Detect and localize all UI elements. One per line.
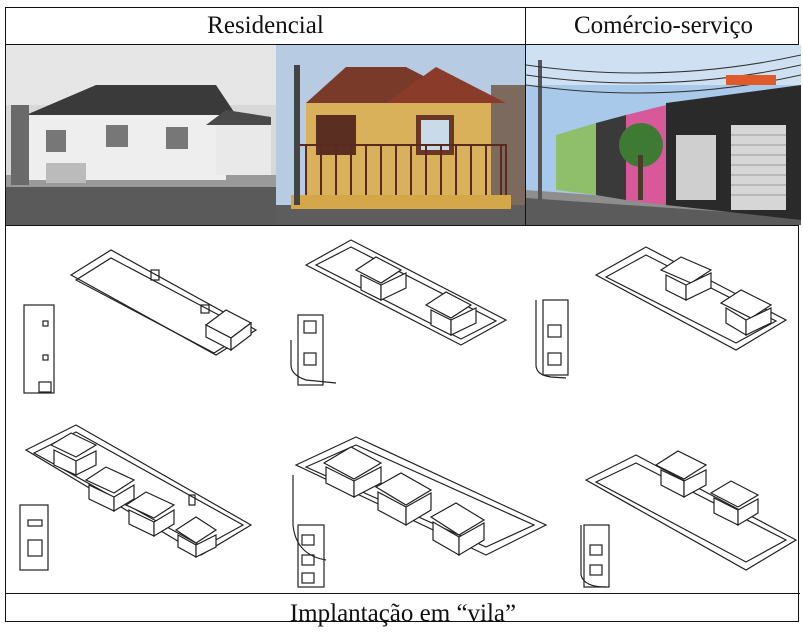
header-comercio-servico: Comércio-serviço xyxy=(525,8,801,44)
drawing-r1c2 xyxy=(290,239,508,386)
drawing-r1c3 xyxy=(535,246,788,379)
drawing-r1c1 xyxy=(23,249,258,394)
isometric-drawings-panel xyxy=(6,225,800,594)
commercial-photo-color xyxy=(525,45,801,225)
header-divider xyxy=(6,44,798,45)
drawing-r2c2 xyxy=(292,436,548,588)
photo-divider xyxy=(6,225,798,226)
drawing-r2c3 xyxy=(580,450,798,588)
caption-implantacao-vila: Implantação em “vila” xyxy=(289,600,517,627)
header-residencial: Residencial xyxy=(207,12,324,39)
residential-photo-color xyxy=(276,45,525,225)
drawing-r2c1 xyxy=(19,424,253,571)
figure-frame: Residencial Comércio-serviço xyxy=(5,7,801,627)
residential-photo-bw xyxy=(6,45,276,225)
